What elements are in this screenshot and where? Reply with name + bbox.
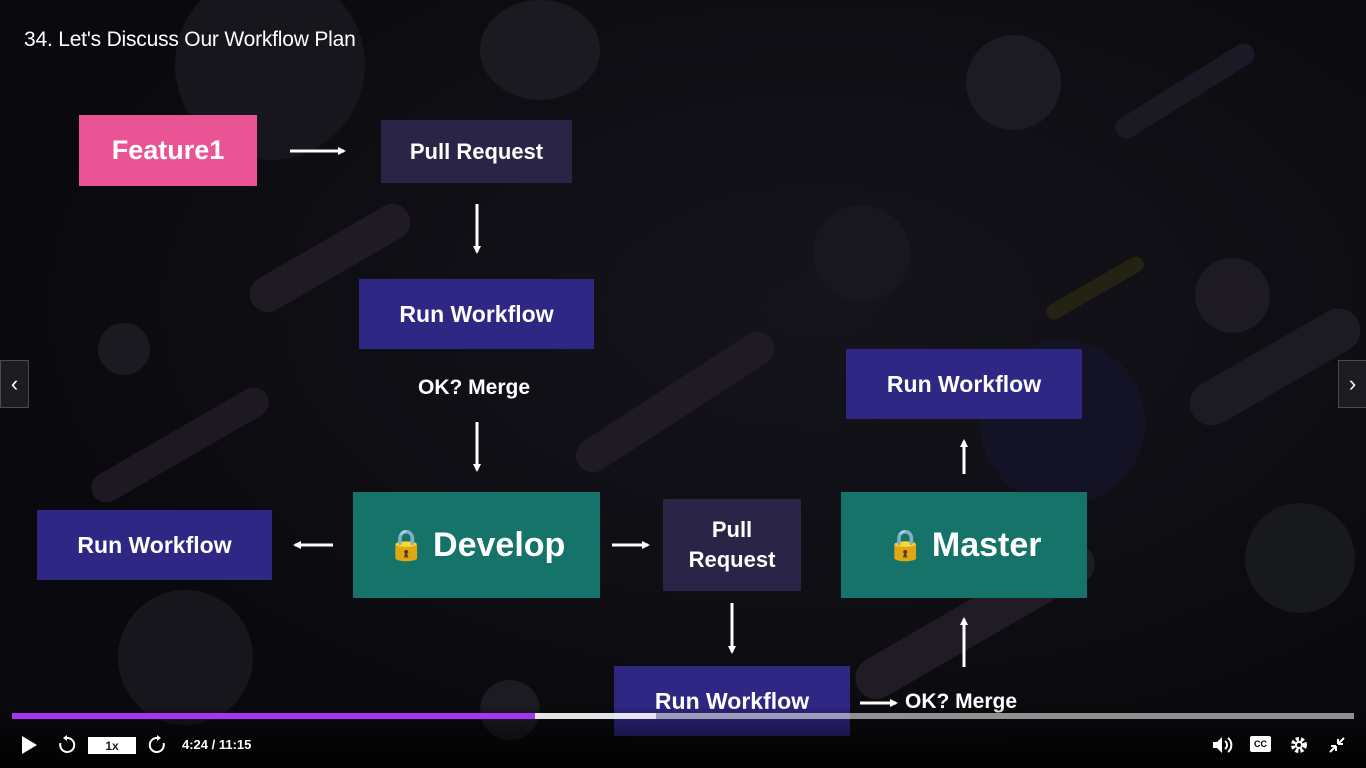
develop-branch-box: 🔒 Develop (353, 492, 600, 598)
bg-circle (480, 0, 600, 100)
run-workflow-box-right: Run Workflow (846, 349, 1082, 419)
pull-request-box-top: Pull Request (381, 120, 572, 183)
next-lecture-button[interactable]: › (1338, 360, 1366, 408)
lock-icon: 🔒 (886, 528, 924, 562)
progress-bar[interactable] (12, 713, 1354, 719)
bg-circle (98, 323, 150, 375)
bg-circle (813, 205, 910, 302)
forward-icon (148, 735, 165, 753)
pull-request-mid-label: Pull Request (688, 517, 776, 572)
rewind-button[interactable] (56, 734, 78, 756)
chevron-left-icon: ‹ (10, 371, 19, 396)
bg-circle (118, 590, 253, 725)
volume-icon (1213, 737, 1233, 753)
pull-request-box-mid: Pull Request (663, 499, 801, 591)
chevron-right-icon: › (1348, 371, 1357, 396)
volume-button[interactable] (1211, 734, 1235, 756)
run-workflow-box-top: Run Workflow (359, 279, 594, 349)
progress-played (12, 713, 536, 719)
captions-button[interactable]: CC (1250, 736, 1271, 752)
master-label: Master (931, 525, 1042, 564)
previous-lecture-button[interactable]: ‹ (0, 360, 29, 408)
lecture-title: 34. Let's Discuss Our Workflow Plan (24, 28, 356, 51)
bg-circle (1195, 258, 1270, 333)
gear-icon (1291, 737, 1307, 753)
lock-icon: 🔒 (387, 528, 426, 562)
forward-button[interactable] (146, 734, 168, 756)
bg-circle (966, 35, 1061, 130)
ok-merge-label-top: OK? Merge (418, 376, 531, 399)
playback-speed-button[interactable]: 1x (88, 737, 136, 754)
playback-time: 4:24 / 11:15 (182, 737, 252, 752)
play-icon (22, 736, 37, 754)
exit-fullscreen-icon (1329, 737, 1345, 753)
rewind-icon (59, 735, 76, 753)
run-workflow-box-left: Run Workflow (37, 510, 272, 580)
ok-merge-label-bottom: OK? Merge (905, 690, 1018, 713)
settings-button[interactable] (1288, 734, 1310, 756)
feature-branch-box: Feature1 (79, 115, 257, 186)
develop-label: Develop (433, 525, 566, 564)
bg-circle (1245, 503, 1355, 613)
play-button[interactable] (18, 734, 40, 756)
exit-fullscreen-button[interactable] (1326, 734, 1348, 756)
master-branch-box: 🔒 Master (841, 492, 1087, 598)
